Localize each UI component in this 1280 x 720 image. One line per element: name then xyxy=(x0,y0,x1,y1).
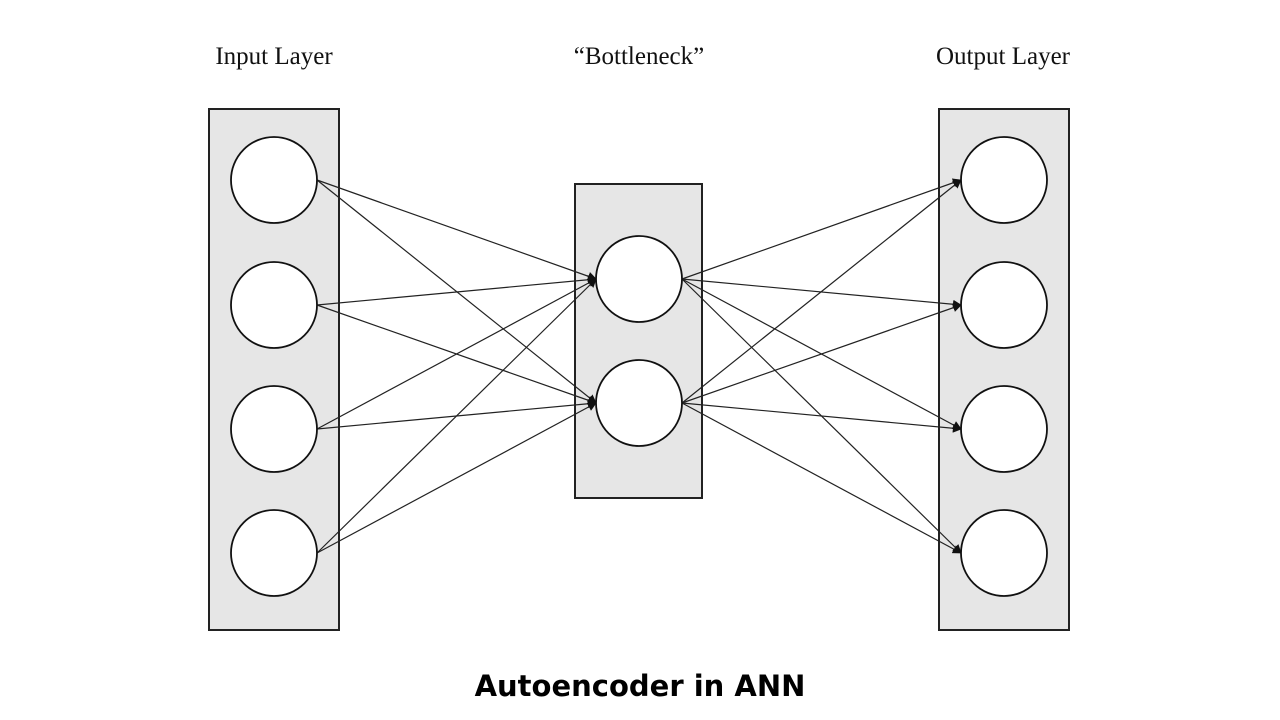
bottleneck-layer-title: “Bottleneck” xyxy=(574,43,705,70)
bottleneck-to-output-connection-2-4 xyxy=(681,402,962,554)
input-to-bottleneck-connection-3-1 xyxy=(316,278,597,430)
output-node-2 xyxy=(960,261,1048,349)
input-node-3 xyxy=(230,385,318,473)
output-layer-title: Output Layer xyxy=(936,43,1071,70)
nodes-group xyxy=(230,136,1048,597)
output-node-4 xyxy=(960,509,1048,597)
connections-group xyxy=(316,178,962,554)
output-node-1 xyxy=(960,136,1048,224)
bottleneck-to-output-connection-2-2 xyxy=(681,303,962,404)
input-node-4 xyxy=(230,509,318,597)
bottleneck-node-1 xyxy=(595,235,683,323)
input-to-bottleneck-connection-1-1 xyxy=(316,179,597,281)
input-to-bottleneck-connection-4-1 xyxy=(316,278,597,554)
bottleneck-layer-box xyxy=(574,183,703,499)
input-layer-title: Input Layer xyxy=(215,43,333,70)
bottleneck-to-output-connection-1-1 xyxy=(681,178,962,280)
output-node-3 xyxy=(960,385,1048,473)
input-node-1 xyxy=(230,136,318,224)
bottleneck-to-output-connection-2-1 xyxy=(681,179,962,404)
input-node-2 xyxy=(230,261,318,349)
bottleneck-to-output-connection-2-3 xyxy=(681,402,962,433)
input-to-bottleneck-connection-4-2 xyxy=(316,402,597,554)
input-to-bottleneck-connection-2-1 xyxy=(316,275,597,306)
caption: Autoencoder in ANN xyxy=(474,669,806,703)
bottleneck-node-2 xyxy=(595,359,683,447)
